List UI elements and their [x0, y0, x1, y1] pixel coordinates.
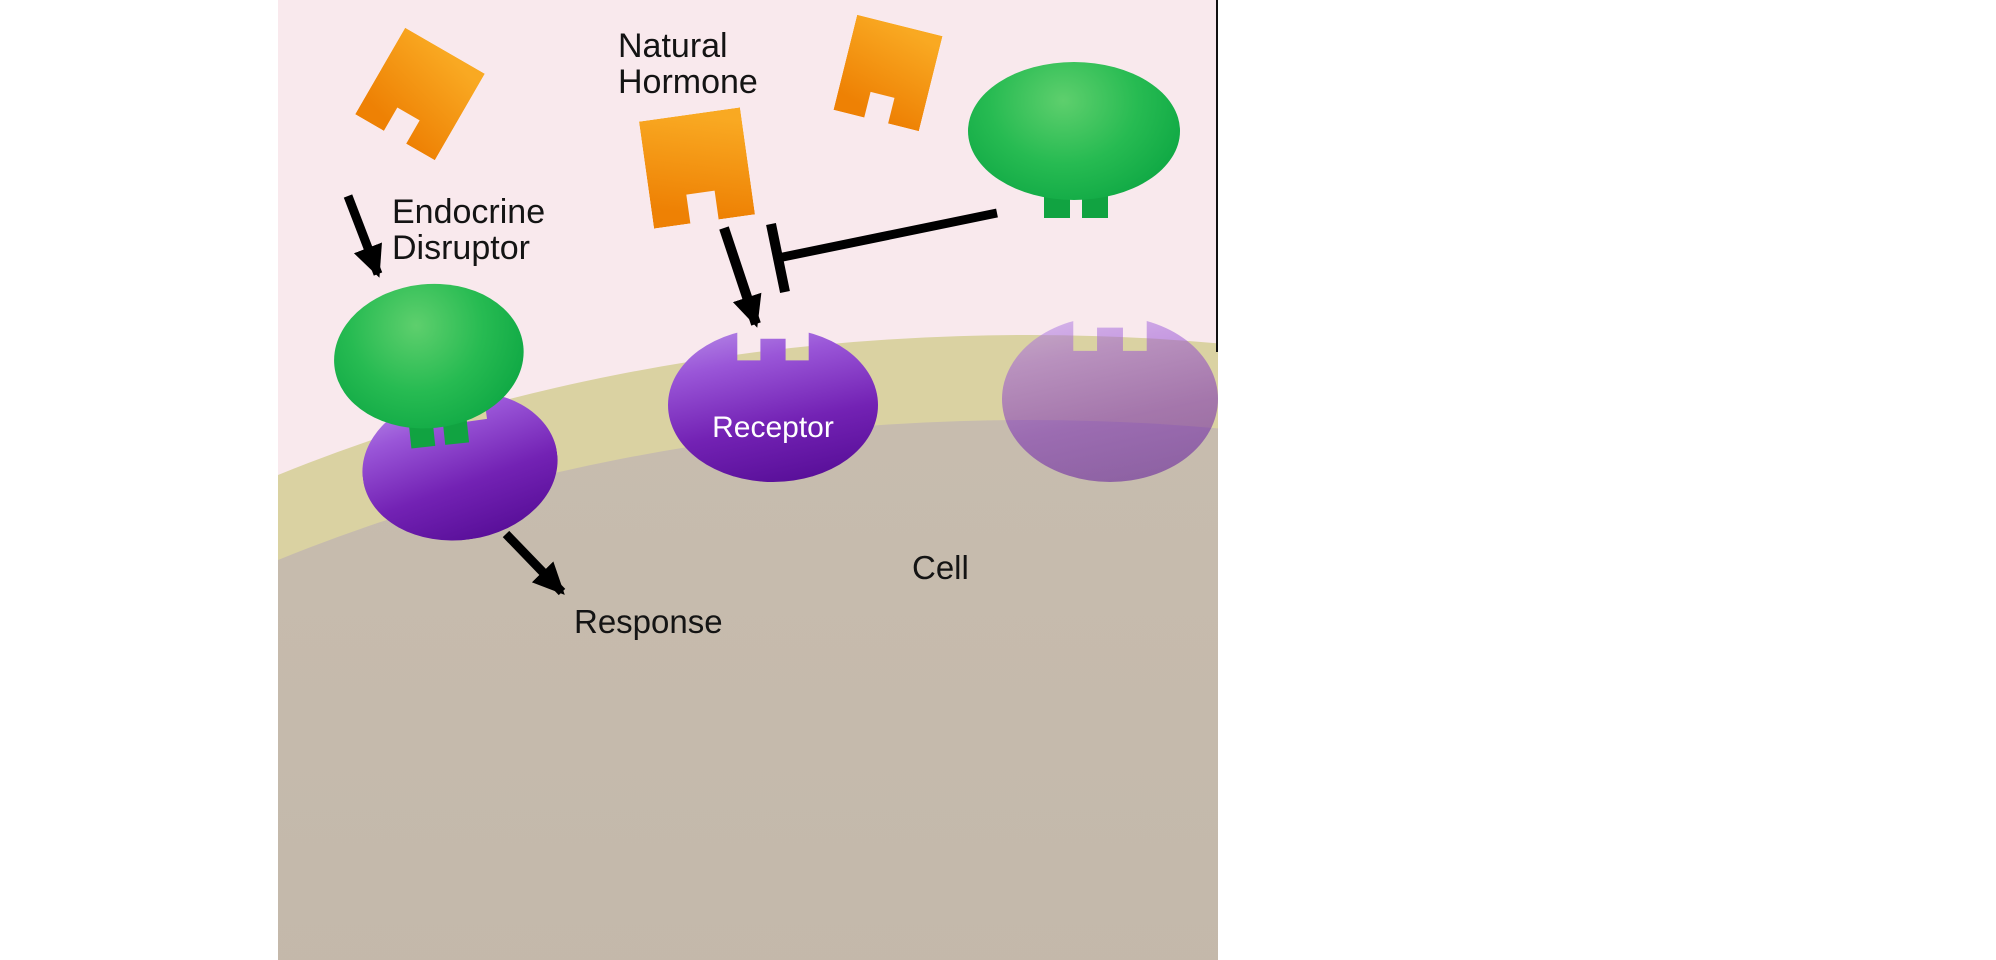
endocrine-disruptor-free-shape: [968, 62, 1180, 242]
endocrine-disruptor-bound-shape: [326, 274, 535, 479]
receptor-label: Receptor: [712, 411, 834, 445]
natural-hormone-shape: [639, 107, 755, 228]
receptor-ghost-shape: [1002, 316, 1218, 482]
hormone-binding-arrow: [719, 226, 762, 328]
slide-right-border: [1216, 0, 1218, 352]
disruptor-pointer-arrow: [343, 194, 383, 278]
inhibition-terminal-bar: [766, 222, 790, 294]
diagram-slide: Receptor Natural Hormone Endocrine Disru…: [278, 0, 1218, 960]
endocrine-disruptor-label: Endocrine Disruptor: [392, 193, 546, 268]
receptor-main-shape: Receptor: [668, 328, 878, 482]
natural-hormone-shape: [833, 15, 942, 131]
cell-label: Cell: [912, 549, 969, 586]
disruptor-body: [326, 274, 531, 438]
disruptor-body: [968, 62, 1180, 200]
inhibition-line: [777, 208, 998, 263]
natural-hormone-label: Natural Hormone: [618, 27, 758, 102]
natural-hormone-shape: [355, 28, 485, 161]
response-label: Response: [574, 603, 723, 640]
